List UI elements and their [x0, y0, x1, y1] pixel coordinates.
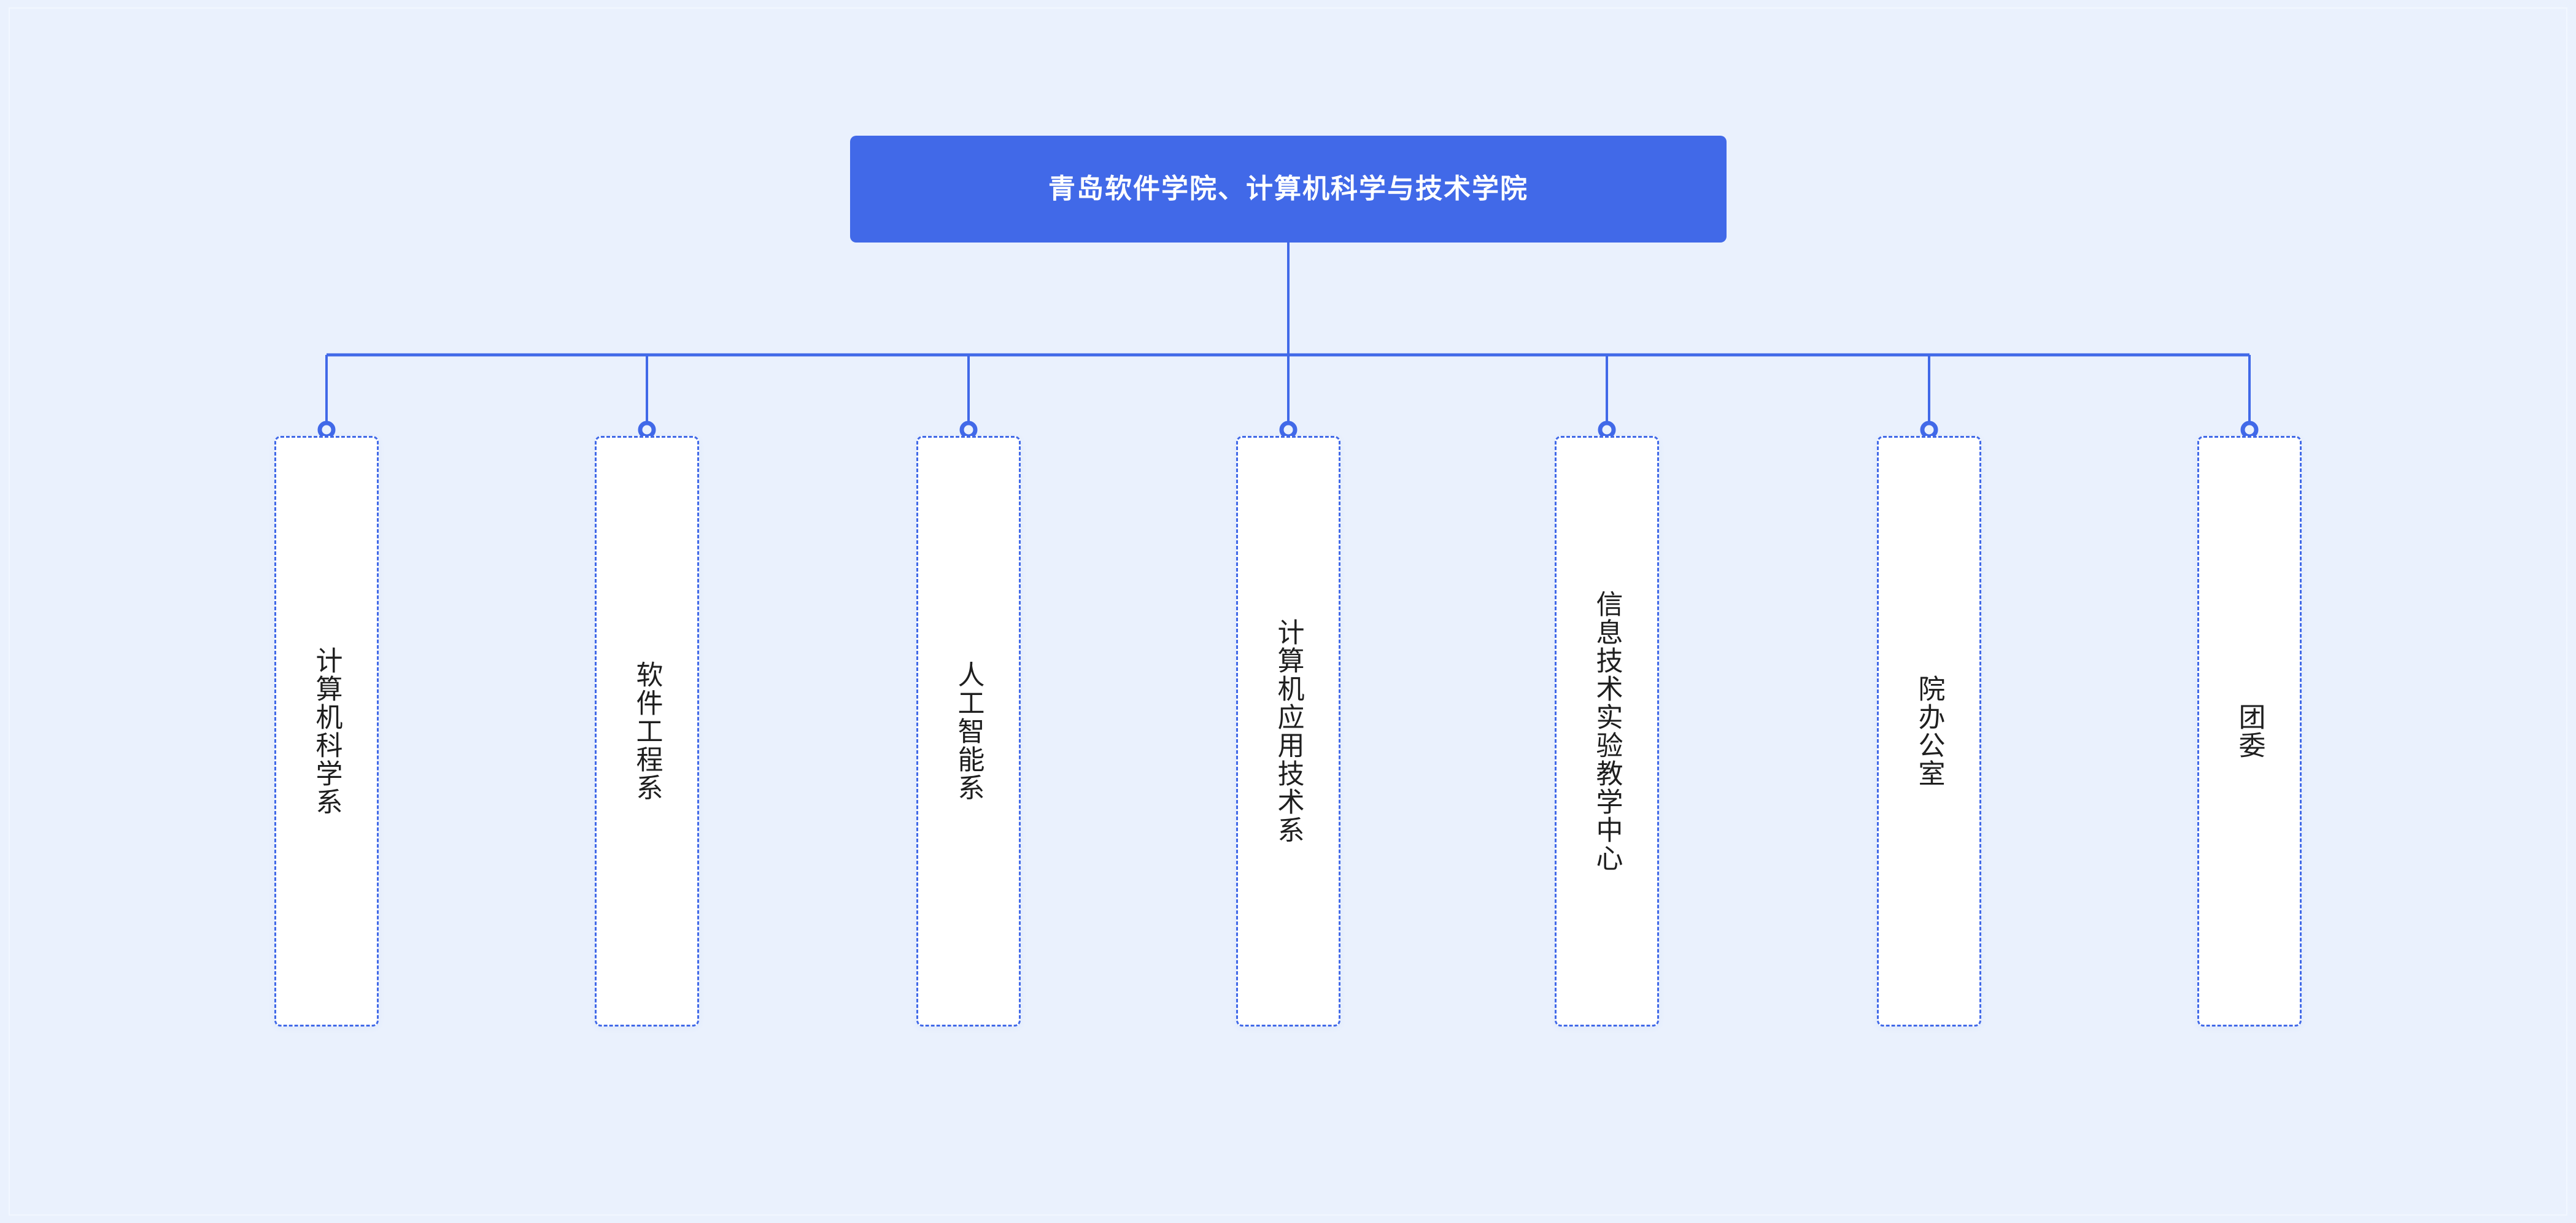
leaf-node-label-7: 团委: [2234, 703, 2265, 759]
leaf-node-label-5: 信息技术实验教学中心: [1592, 590, 1622, 872]
connector-ring-6: [1920, 421, 1938, 439]
root-node[interactable]: 青岛软件学院、计算机科学与技术学院: [850, 136, 1727, 243]
connector-ring-3: [959, 421, 978, 439]
leaf-node-3[interactable]: 人工智能系: [916, 436, 1021, 1027]
leaf-node-label-3: 人工智能系: [953, 661, 984, 802]
connector-ring-4: [1279, 421, 1298, 439]
connector-ring-2: [638, 421, 656, 439]
leaf-node-5[interactable]: 信息技术实验教学中心: [1555, 436, 1659, 1027]
root-node-label: 青岛软件学院、计算机科学与技术学院: [1048, 173, 1528, 204]
connector-ring-7: [2240, 421, 2259, 439]
leaf-node-1[interactable]: 计算机科学系: [274, 436, 379, 1027]
leaf-node-4[interactable]: 计算机应用技术系: [1236, 436, 1340, 1027]
connector-ring-5: [1598, 421, 1616, 439]
leaf-node-label-2: 软件工程系: [632, 661, 662, 802]
leaf-node-7[interactable]: 团委: [2197, 436, 2302, 1027]
leaf-node-2[interactable]: 软件工程系: [595, 436, 699, 1027]
leaf-node-label-6: 院办公室: [1914, 675, 1944, 788]
connector-ring-1: [317, 421, 336, 439]
leaf-node-6[interactable]: 院办公室: [1877, 436, 1981, 1027]
leaf-node-label-1: 计算机科学系: [311, 646, 342, 816]
leaf-node-label-4: 计算机应用技术系: [1273, 618, 1304, 844]
